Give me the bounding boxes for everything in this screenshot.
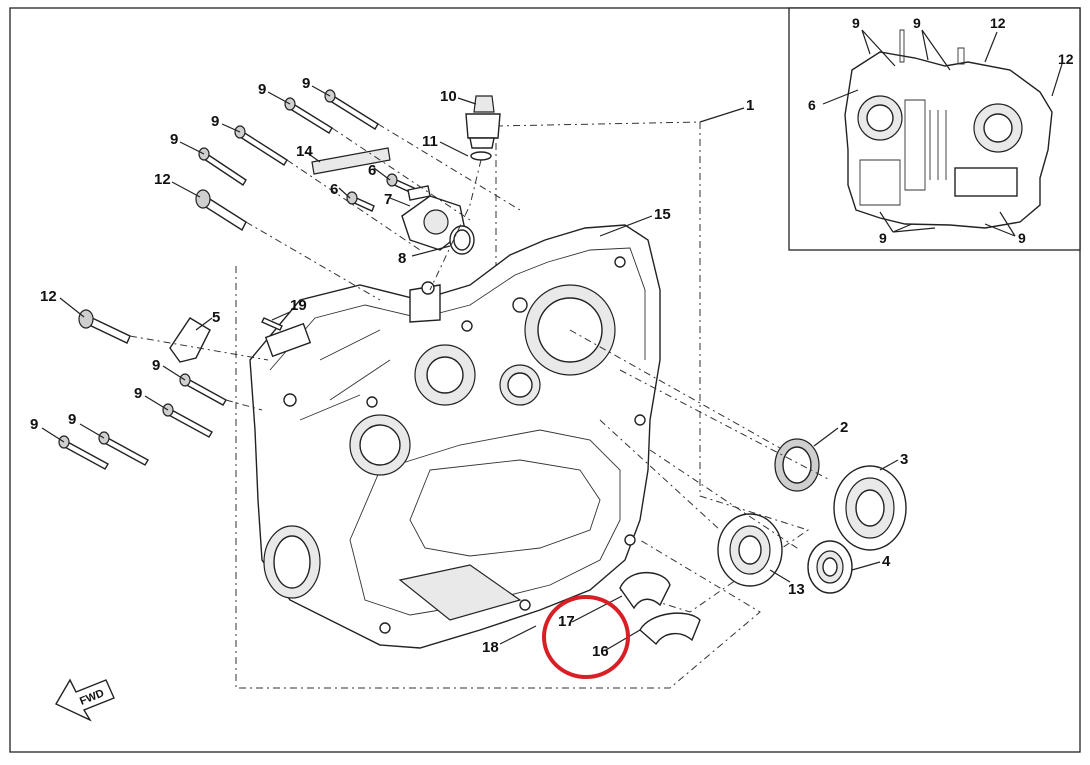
callout-16: 16 [592, 643, 609, 660]
callout-15: 15 [654, 206, 671, 223]
callout-8: 8 [398, 250, 406, 267]
callout-10: 10 [440, 88, 457, 105]
inset-callout-12-b: 12 [1058, 51, 1074, 67]
callout-19: 19 [290, 297, 307, 314]
callout-9-g: 9 [68, 411, 76, 428]
callout-9-a: 9 [302, 75, 310, 92]
crankcase-half [249, 224, 661, 649]
callout-9-b: 9 [258, 81, 266, 98]
callout-4: 4 [882, 553, 891, 570]
callout-9-d: 9 [170, 131, 178, 148]
group-outline-1 [495, 121, 810, 613]
callout-11: 11 [422, 133, 438, 150]
part-7-cover [401, 185, 475, 255]
callout-3: 3 [900, 451, 908, 468]
callout-2: 2 [840, 419, 848, 436]
callout-6-b: 6 [330, 181, 338, 198]
inset-callout-9-a: 9 [852, 15, 860, 31]
part-5-bracket [169, 317, 211, 363]
diagram-frame [9, 7, 1081, 753]
callout-9-f: 9 [134, 385, 142, 402]
highlight-circle [542, 595, 630, 679]
inset-view: 9 9 12 12 6 9 9 [788, 7, 1081, 251]
callout-17: 17 [558, 613, 575, 630]
leader-lines [41, 85, 899, 651]
callout-13: 13 [788, 581, 805, 598]
callout-6-a: 6 [368, 162, 376, 179]
fwd-arrow: FWD [55, 678, 115, 722]
group-outline-18 [235, 266, 761, 689]
callout-18: 18 [482, 639, 499, 656]
callout-12-a: 12 [154, 171, 171, 188]
inset-callout-9-c: 9 [879, 230, 887, 246]
callout-1: 1 [746, 97, 754, 114]
inset-callout-9-b: 9 [913, 15, 921, 31]
callout-14: 14 [296, 143, 313, 160]
inset-callout-9-d: 9 [1018, 230, 1026, 246]
callout-7: 7 [384, 191, 392, 208]
callout-9-e: 9 [152, 357, 160, 374]
bearings [619, 438, 907, 646]
callout-12-b: 12 [40, 288, 57, 305]
bolts [58, 89, 415, 470]
part-19-stud [261, 317, 283, 331]
callout-9-c: 9 [211, 113, 219, 130]
callout-5: 5 [212, 309, 220, 326]
inset-callout-6: 6 [808, 97, 816, 113]
part-10-sensor [465, 95, 501, 161]
callouts: 1 2 3 4 5 6 6 7 8 9 9 9 9 9 9 9 10 11 12… [30, 75, 908, 660]
callout-9-h: 9 [30, 416, 38, 433]
inset-callout-12-a: 12 [990, 15, 1006, 31]
part-14-plate [311, 147, 391, 175]
